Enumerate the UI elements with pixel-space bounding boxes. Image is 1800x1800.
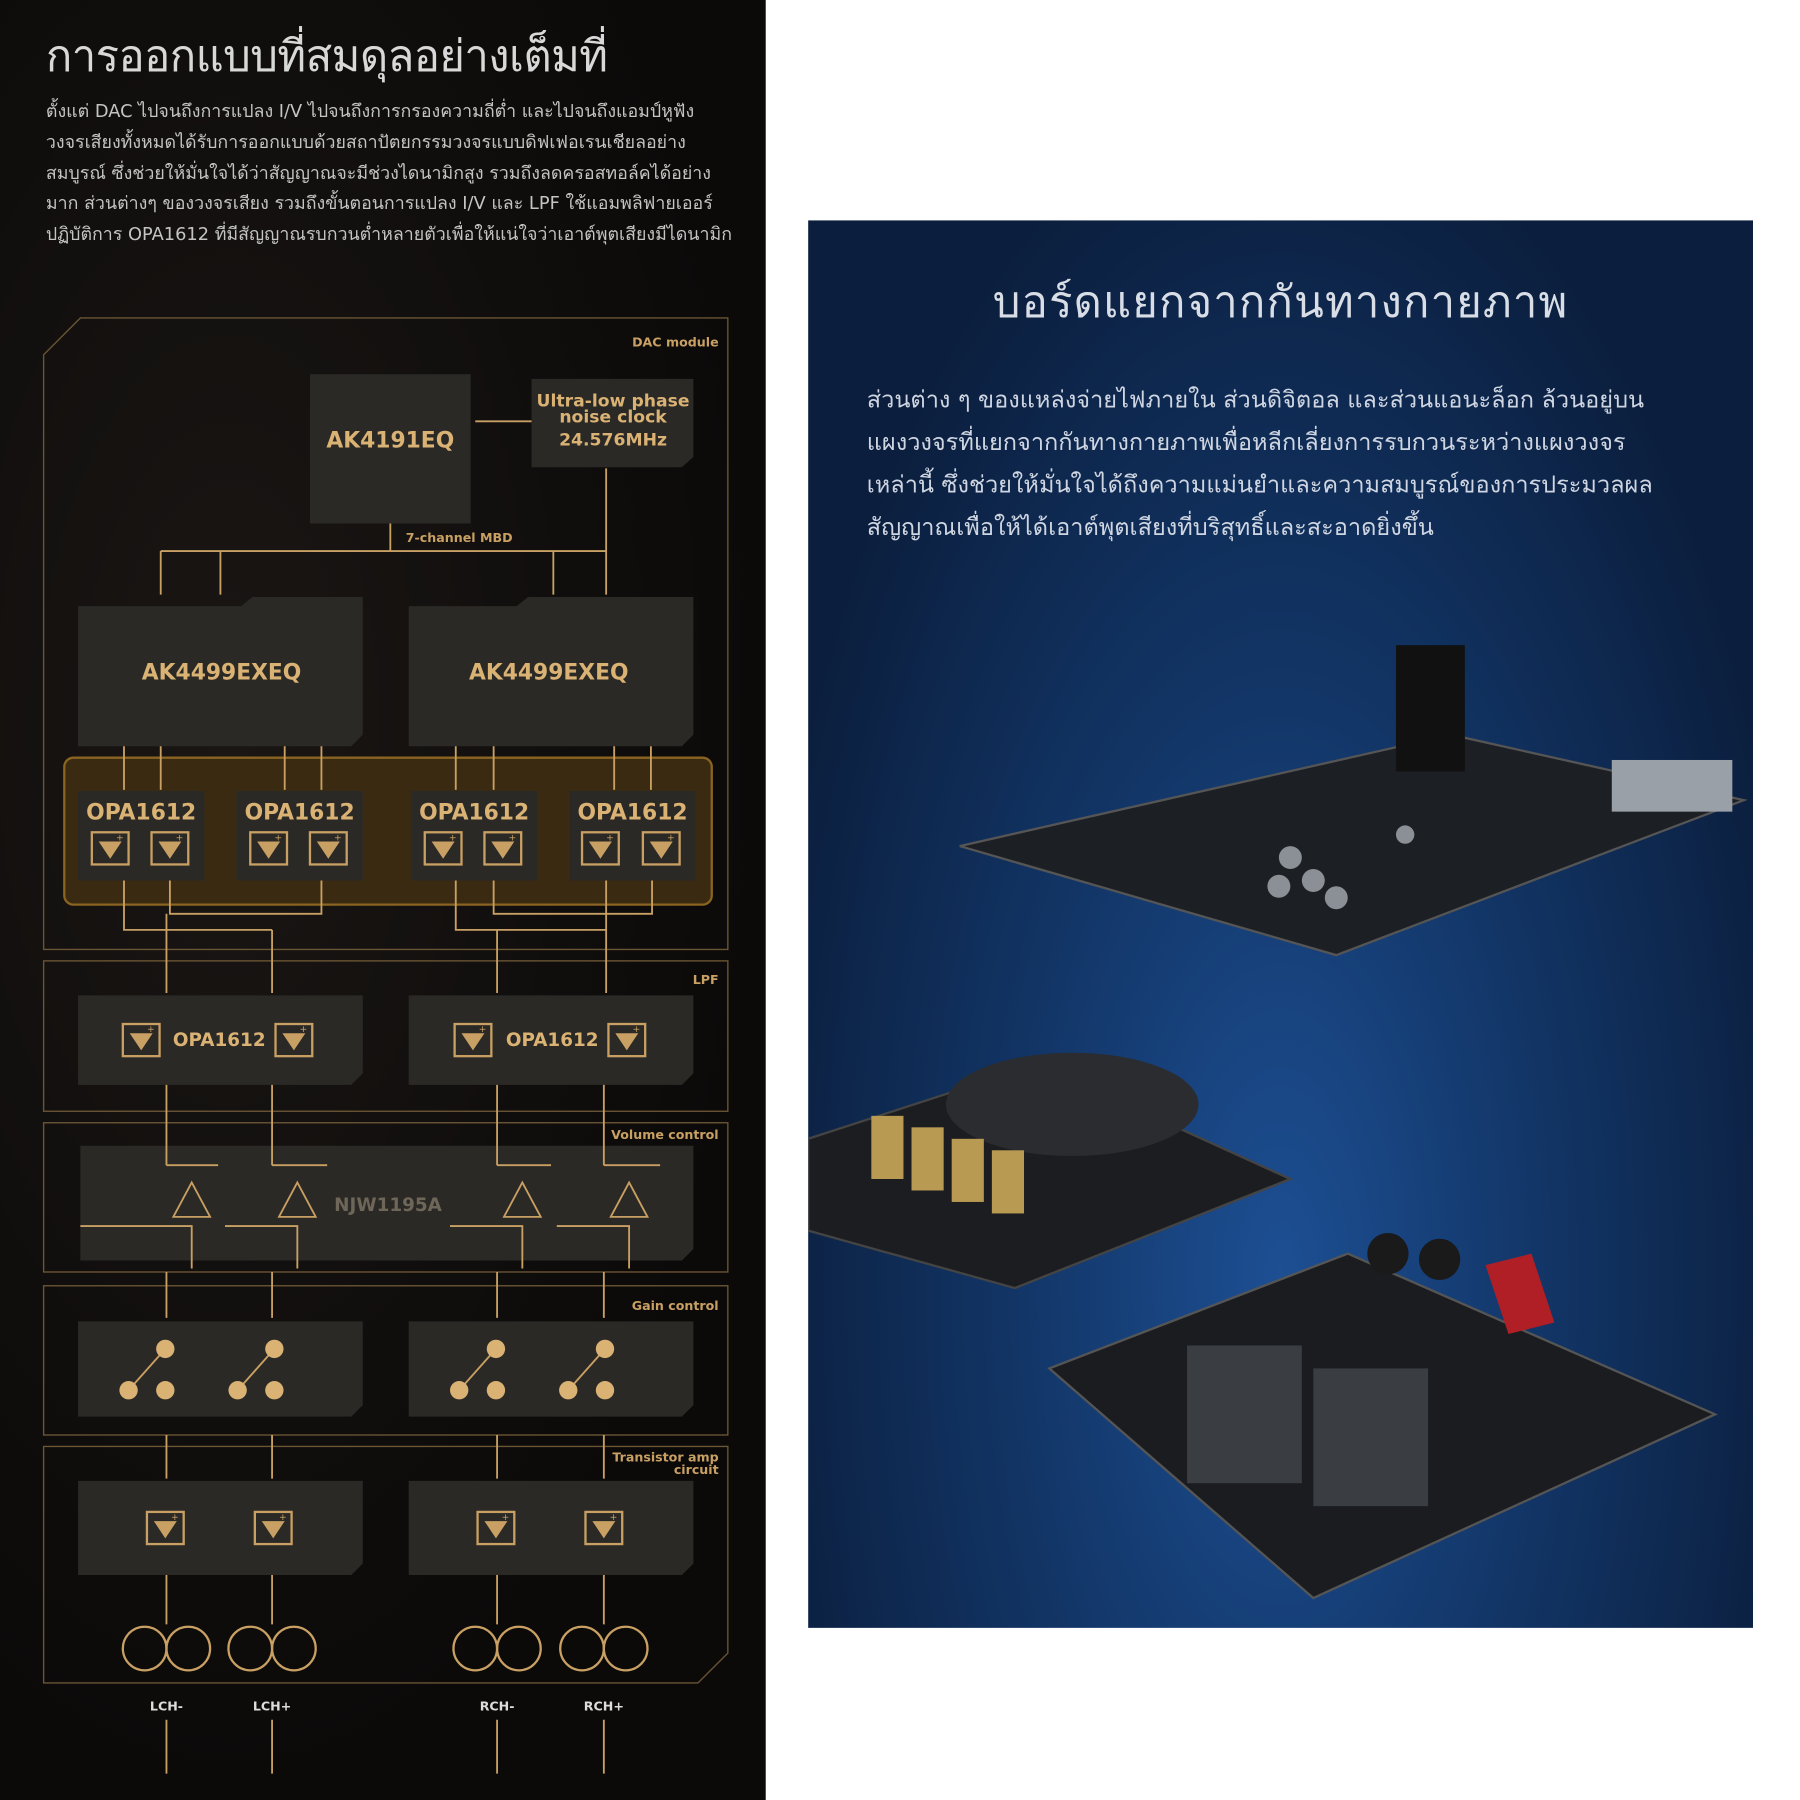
label-lpf: LPF <box>693 972 719 987</box>
chip-iv-opamp: OPA1612 <box>86 801 196 826</box>
right-panel: บอร์ดแยกจากกันทางกายภาพ ส่วนต่าง ๆ ของแห… <box>808 220 1753 1628</box>
chip-dac-right: AK4499EXEQ <box>469 661 629 686</box>
section-frame-dac <box>42 317 729 951</box>
left-title: การออกแบบที่สมดุลอย่างเต็มที่ <box>45 30 608 82</box>
section-frame-amp <box>42 1445 729 1684</box>
right-paragraph-line: แผงวงจรที่แยกจากกันทางกายภาพเพื่อหลีกเลี… <box>866 428 1626 456</box>
output-lch-minus: LCH- <box>150 1699 183 1714</box>
mbd-label: 7-channel MBD <box>406 530 513 545</box>
power-board-image <box>808 1052 1294 1290</box>
left-paragraph-line: ปฏิบัติการ OPA1612 ที่มีสัญญาณรบกวนต่ำหล… <box>45 223 732 245</box>
output-lch-plus: LCH+ <box>253 1699 291 1714</box>
left-paragraph-line: สมบูรณ์ ซึ่งช่วยให้มั่นใจได้ว่าสัญญาณจะม… <box>45 163 711 184</box>
chip-iv-opamp: OPA1612 <box>419 801 529 826</box>
right-paragraph-line: เหล่านี้ ซึ่งช่วยให้มั่นใจได้ถึงความแม่น… <box>866 470 1653 499</box>
chip-ak4191eq: AK4191EQ <box>326 429 454 454</box>
digital-board-image <box>959 645 1748 957</box>
circuit-boards-photo <box>808 645 1748 1600</box>
chip-lpf-opamp: OPA1612 <box>173 1030 266 1051</box>
left-panel: การออกแบบที่สมดุลอย่างเต็มที่ ตั้งแต่ DA… <box>0 0 766 1800</box>
left-paragraph-line: ตั้งแต่ DAC ไปจนถึงการแปลง I/V ไปจนถึงกา… <box>45 101 695 122</box>
left-paragraph-line: วงจรเสียงทั้งหมดได้รับการออกแบบด้วยสถาปั… <box>45 132 686 153</box>
chip-iv-opamp: OPA1612 <box>578 801 688 826</box>
analog-board-image <box>1047 1232 1718 1600</box>
section-frame-volume <box>42 1122 729 1273</box>
right-paragraph-line: สัญญาณเพื่อให้ได้เอาต์พุตเสียงที่บริสุทธ… <box>866 513 1434 541</box>
label-dac-module: DAC module <box>632 335 719 350</box>
chip-njw1195a: NJW1195A <box>334 1195 443 1216</box>
output-rch-minus: RCH- <box>480 1699 515 1714</box>
signal-lines <box>80 420 661 1774</box>
label-amp-2: circuit <box>674 1462 719 1477</box>
chip-iv-opamp: OPA1612 <box>245 801 355 826</box>
right-title: บอร์ดแยกจากกันทางกายภาพ <box>992 276 1569 328</box>
chip-dac-left: AK4499EXEQ <box>142 661 302 686</box>
clock-label-1: Ultra-low phase <box>537 391 690 411</box>
gain-switch-contacts <box>119 1339 615 1400</box>
output-rch-plus: RCH+ <box>584 1699 624 1714</box>
right-paragraph-line: ส่วนต่าง ๆ ของแหล่งจ่ายไฟภายใน ส่วนดิจิต… <box>866 385 1645 414</box>
chip-lpf-opamp: OPA1612 <box>506 1030 599 1051</box>
clock-label-2: noise clock <box>559 407 667 427</box>
signal-chain-diagram: + DAC module LPF Volume control Gain con… <box>42 317 729 1774</box>
left-paragraph-line: มาก ส่วนต่างๆ ของวงจรเสียง รวมถึงขั้นตอน… <box>45 192 713 214</box>
label-amp-1: Transistor amp <box>612 1449 718 1464</box>
label-gain: Gain control <box>632 1298 719 1313</box>
label-volume: Volume control <box>611 1127 718 1142</box>
clock-label-3: 24.576MHz <box>559 430 667 450</box>
section-frame-gain <box>42 1285 729 1436</box>
section-frame-lpf <box>42 960 729 1112</box>
